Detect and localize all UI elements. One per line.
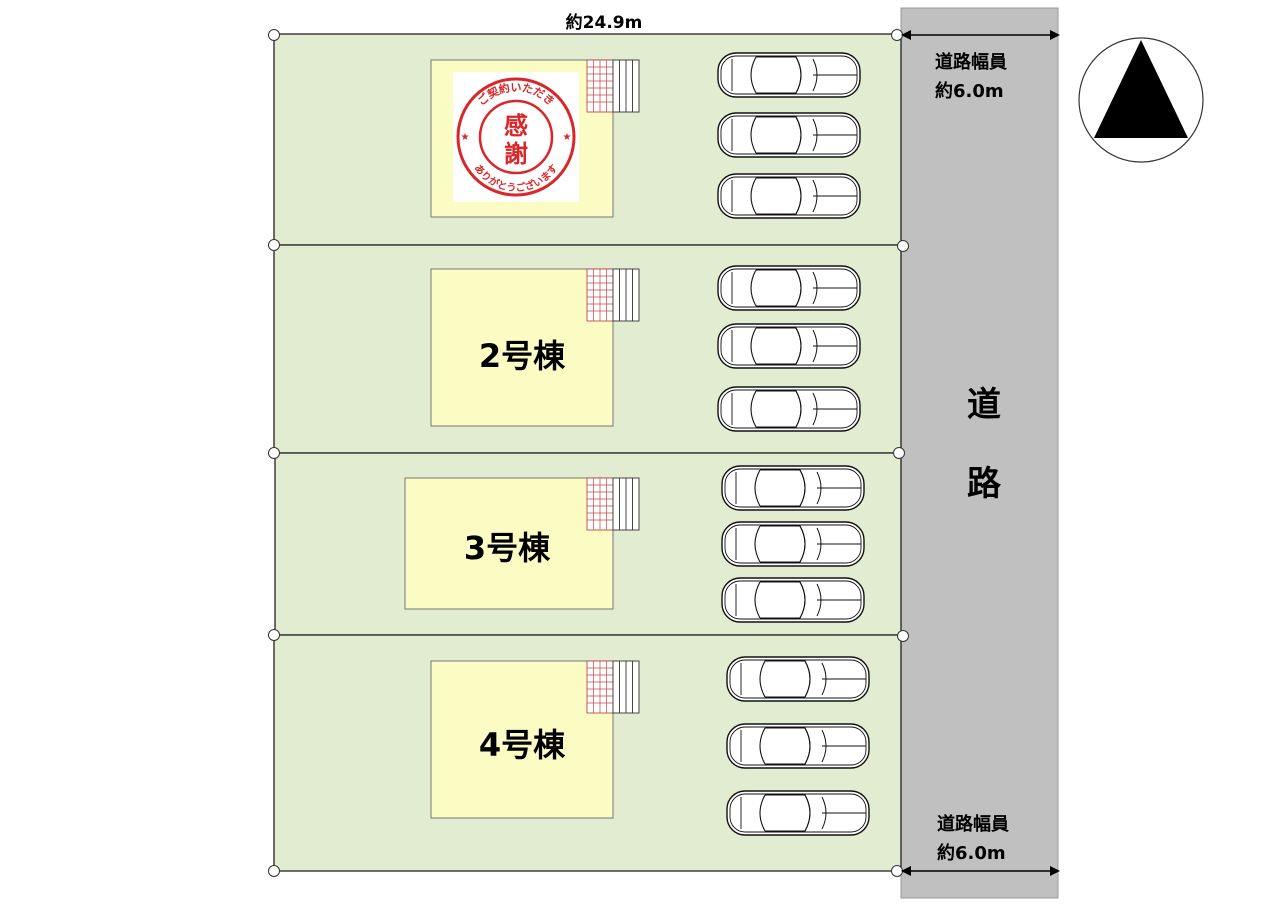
house-4 [430,660,614,819]
car-icon [717,52,861,98]
stamp-main-1: 感 [504,112,528,140]
car-icon [726,723,870,769]
house-3 [404,477,614,610]
parking-lot-1 [717,52,861,219]
stamp-main-2: 謝 [504,140,528,168]
road-char-2: 路 [967,464,1002,504]
car-icon [717,386,861,432]
road-width-arrow-bottom [901,866,1060,876]
stairs-icon [586,477,640,531]
road-char-1: 道 [967,385,1001,425]
car-icon [726,656,870,702]
car-icon [717,173,861,219]
sold-stamp: ご契約いただき ありがとうございます ★ ★ 感 謝 [453,72,579,202]
house-2 [430,268,614,427]
road [900,7,1059,899]
car-icon [717,265,861,311]
parking-lot-3 [721,465,865,623]
car-icon [721,577,865,623]
road-width-label-bottom: 道路幅員 [937,813,1009,835]
lot-label-2: 2号棟 [479,337,566,375]
car-icon [717,323,861,369]
parking-lot-2 [717,265,861,432]
road-width-arrow-top [901,30,1060,40]
road-width-value-bottom: 約6.0m [937,842,1006,864]
road-width-value-top: 約6.0m [935,80,1004,102]
stairs-icon [586,59,640,113]
road-width-label-top: 道路幅員 [935,51,1007,73]
stairs-icon [586,660,640,714]
lot-label-4: 4号棟 [479,726,566,764]
stairs-icon [586,268,640,322]
total-width-label: 約24.9m [566,12,643,33]
parking-lot-4 [726,656,870,836]
car-icon [721,521,865,567]
north-arrow-icon [1078,37,1204,163]
lot-label-3: 3号棟 [464,529,551,567]
star-icon: ★ [563,132,572,143]
car-icon [726,790,870,836]
car-icon [717,112,861,158]
star-icon: ★ [461,132,470,143]
car-icon [721,465,865,511]
